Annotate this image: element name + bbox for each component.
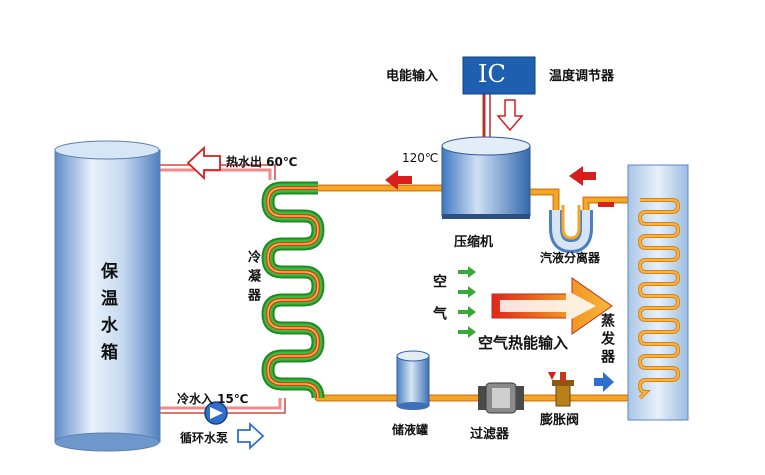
evaporator-coil (637, 198, 681, 400)
evaporator-inlet-arrow (594, 202, 614, 392)
flow-arrow-to-condenser (385, 170, 412, 190)
expansion-valve-label: 膨胀阀 (540, 413, 580, 428)
reservoir-label: 储液罐 (392, 423, 429, 437)
expansion-valve (552, 372, 574, 407)
condenser-label: 冷凝器 (245, 250, 260, 307)
air-heat-input-label: 空气热能输入 (478, 334, 569, 352)
evaporator-label: 蒸发器 (599, 313, 615, 367)
temp-120-label: 120℃ (402, 151, 439, 165)
pump-label: 循环水泵 (180, 431, 229, 445)
filter-label: 过滤器 (470, 427, 510, 442)
filter (478, 382, 524, 414)
circulation-pump (204, 401, 228, 425)
compressor (441, 136, 531, 219)
controller-wires (482, 94, 491, 137)
hot-water-out-arrow (186, 145, 221, 181)
power-input-label: 电能输入 (386, 69, 439, 84)
condenser-coil (261, 181, 325, 399)
storage-tank (54, 140, 161, 452)
refrigerant-pipes (314, 184, 644, 402)
air-label: 空气 (431, 274, 447, 338)
air-heat-arrow (491, 277, 613, 335)
gas-liquid-separator (549, 205, 593, 254)
ic-chip (462, 56, 536, 95)
ic-chip-label: IC (478, 60, 506, 88)
hot-water-out-label: 热水出 60℃ (226, 155, 298, 169)
compressor-label: 压缩机 (454, 235, 494, 250)
cold-water-in-label: 冷水入 15℃ (177, 392, 249, 406)
liquid-reservoir (396, 350, 430, 410)
separator-label: 汽液分离器 (540, 251, 601, 265)
tank-label: 保温水箱 (97, 262, 117, 370)
control-arrow-down (496, 99, 524, 132)
flow-arrow-to-compressor (569, 166, 596, 186)
temp-controller-label: 温度调节器 (549, 69, 615, 84)
cold-water-in-arrow (237, 421, 265, 451)
air-green-arrows (458, 266, 476, 338)
flow-arrow-bottom (548, 372, 556, 380)
